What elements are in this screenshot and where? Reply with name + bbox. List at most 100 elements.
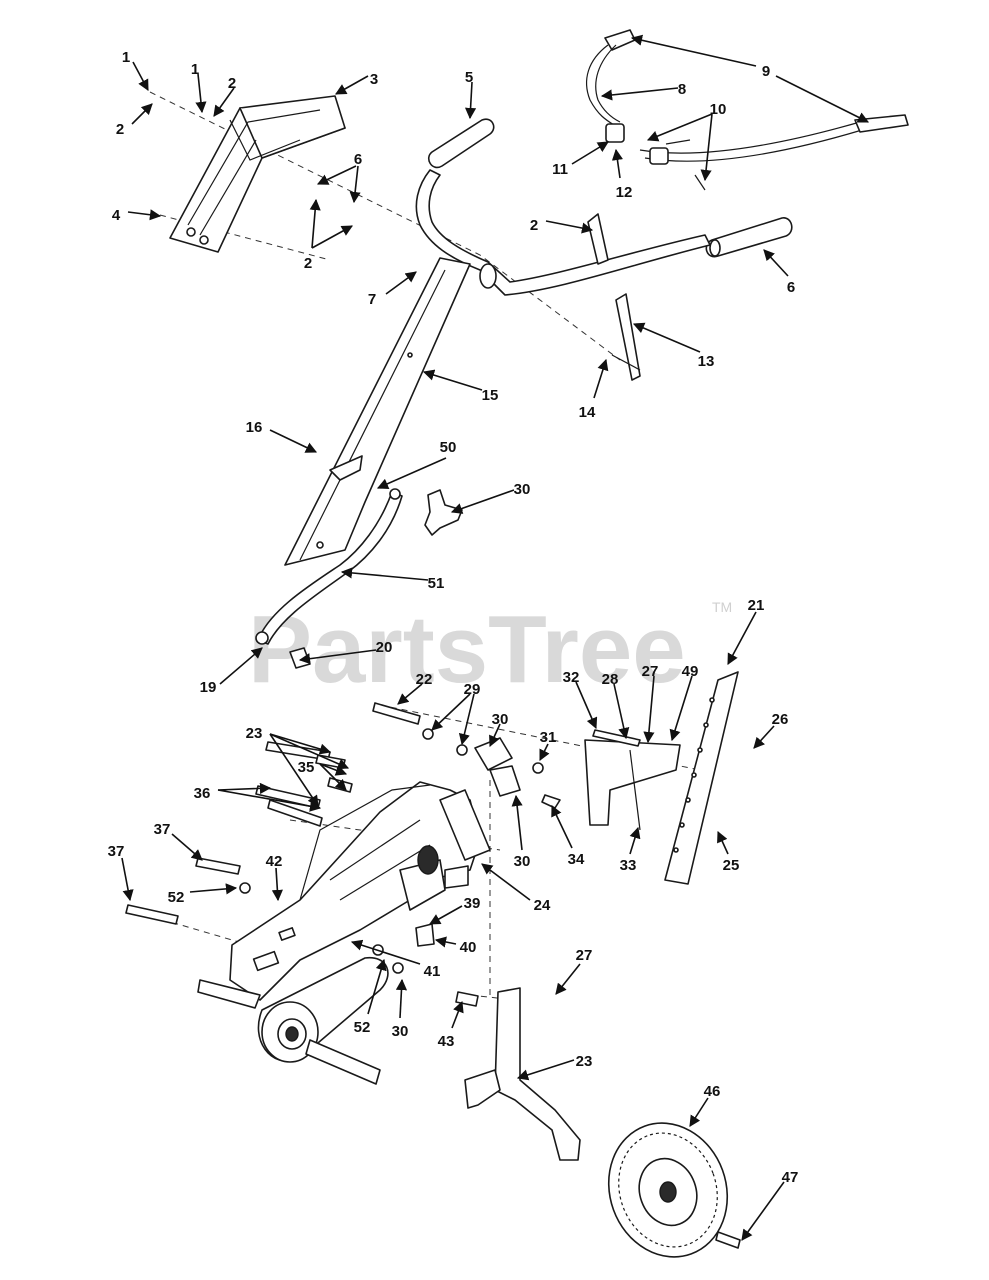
callout-number: 52 <box>168 889 185 906</box>
pivot-hardware <box>372 702 641 809</box>
callout-number: 27 <box>642 663 659 680</box>
callout-36: 36 <box>194 782 322 812</box>
callout-31: 31 <box>539 729 556 762</box>
callout-leader-line <box>575 681 598 730</box>
callout-40: 40 <box>434 936 477 956</box>
callout-number: 13 <box>698 353 715 370</box>
callout-47: 47 <box>741 1169 799 1241</box>
callout-leader-line <box>316 165 357 185</box>
callout-number: 37 <box>108 843 125 860</box>
callout-leader-line <box>434 936 457 948</box>
callout-leader-line <box>131 103 153 125</box>
callout-number: 47 <box>782 1169 799 1186</box>
callout-leader-line <box>431 693 471 731</box>
link-rod <box>255 488 403 645</box>
callout-leader-line <box>319 763 347 791</box>
callout-number: 50 <box>440 439 457 456</box>
callout-30: 30 <box>489 711 508 748</box>
callout-number: 37 <box>154 821 171 838</box>
callout-number: 15 <box>482 387 499 404</box>
callout-number: 29 <box>464 681 481 698</box>
callout-number: 2 <box>228 75 236 92</box>
callout-number: 39 <box>464 895 481 912</box>
callout-number: 16 <box>246 419 263 436</box>
watermark: PartsTree <box>248 596 686 703</box>
callout-23: 23 <box>516 1053 592 1081</box>
callout-16: 16 <box>246 419 318 453</box>
callout-leader-line <box>269 733 350 770</box>
callout-leader-line <box>646 113 713 142</box>
callout-leader-line <box>217 782 272 794</box>
callout-11: 11 <box>552 141 609 178</box>
callout-number: 11 <box>552 161 568 178</box>
callout-leader-line <box>217 789 322 812</box>
callout-leader-line <box>127 209 162 221</box>
callout-21: 21 <box>727 597 764 665</box>
callout-4: 4 <box>112 207 162 224</box>
callout-leader-line <box>269 733 319 807</box>
callout-30: 30 <box>511 794 530 870</box>
callout-46: 46 <box>689 1083 721 1127</box>
handlebar <box>415 169 711 296</box>
callout-52: 52 <box>168 883 238 906</box>
callout-6: 6 <box>316 151 362 204</box>
callout-29: 29 <box>431 681 481 746</box>
callout-number: 46 <box>704 1083 721 1100</box>
callout-leader-line <box>422 369 483 391</box>
callout-2: 2 <box>213 75 236 117</box>
callout-leader-line <box>593 358 609 399</box>
callout-number: 32 <box>563 669 580 686</box>
callout-2: 2 <box>116 103 153 138</box>
callout-number: 1 <box>191 61 199 78</box>
callout-number: 7 <box>368 291 376 308</box>
callout-leader-line <box>741 1181 785 1241</box>
callout-leader-line <box>397 683 423 705</box>
callout-number: 26 <box>772 711 789 728</box>
callout-41: 41 <box>350 939 441 980</box>
axle-bolt <box>715 1231 741 1249</box>
callout-number: 40 <box>460 939 477 956</box>
callout-leader-line <box>311 225 353 249</box>
callout-leader-line <box>219 647 263 685</box>
callout-leader-line <box>545 220 594 234</box>
callout-number: 51 <box>428 575 445 592</box>
control-panel-cover <box>169 95 346 253</box>
callout-number: 2 <box>304 255 312 272</box>
callout-number: 41 <box>424 963 441 980</box>
callout-leader-line <box>717 830 729 855</box>
callout-number: 10 <box>710 101 727 118</box>
callout-10: 10 <box>646 101 727 182</box>
callout-14: 14 <box>579 358 609 421</box>
callout-leader-line <box>669 675 693 742</box>
callout-number: 6 <box>787 279 795 296</box>
callout-leader-line <box>753 725 775 749</box>
callout-23: 23 <box>246 725 350 807</box>
callout-2: 2 <box>530 217 594 234</box>
callout-number: 49 <box>682 663 699 680</box>
callouts: 1122223456678910111213141516503051192021… <box>108 34 870 1241</box>
callout-37: 37 <box>154 821 203 861</box>
callout-leader-line <box>395 978 408 1019</box>
callout-leader-line <box>700 113 713 182</box>
callout-15: 15 <box>422 369 499 404</box>
callout-number: 2 <box>116 121 124 138</box>
callout-leader-line <box>571 141 609 165</box>
callout-leader-line <box>121 857 134 902</box>
callout-leader-line <box>516 1059 575 1081</box>
callout-leader-line <box>489 723 501 748</box>
callout-3: 3 <box>335 71 378 95</box>
callout-leader-line <box>349 165 361 204</box>
callout-leader-line <box>451 1000 464 1029</box>
callout-leader-line <box>171 833 203 861</box>
handle-grips <box>427 118 793 258</box>
callout-number: 5 <box>465 69 473 86</box>
callout-leader-line <box>429 905 463 925</box>
callout-leader-line <box>613 683 630 740</box>
callout-number: 12 <box>616 184 633 201</box>
callout-leader-line <box>555 963 581 995</box>
callout-27: 27 <box>555 947 592 995</box>
callout-leader-line <box>611 148 623 179</box>
callout-5: 5 <box>465 69 477 120</box>
main-handle <box>284 257 471 566</box>
bolts <box>125 741 353 925</box>
